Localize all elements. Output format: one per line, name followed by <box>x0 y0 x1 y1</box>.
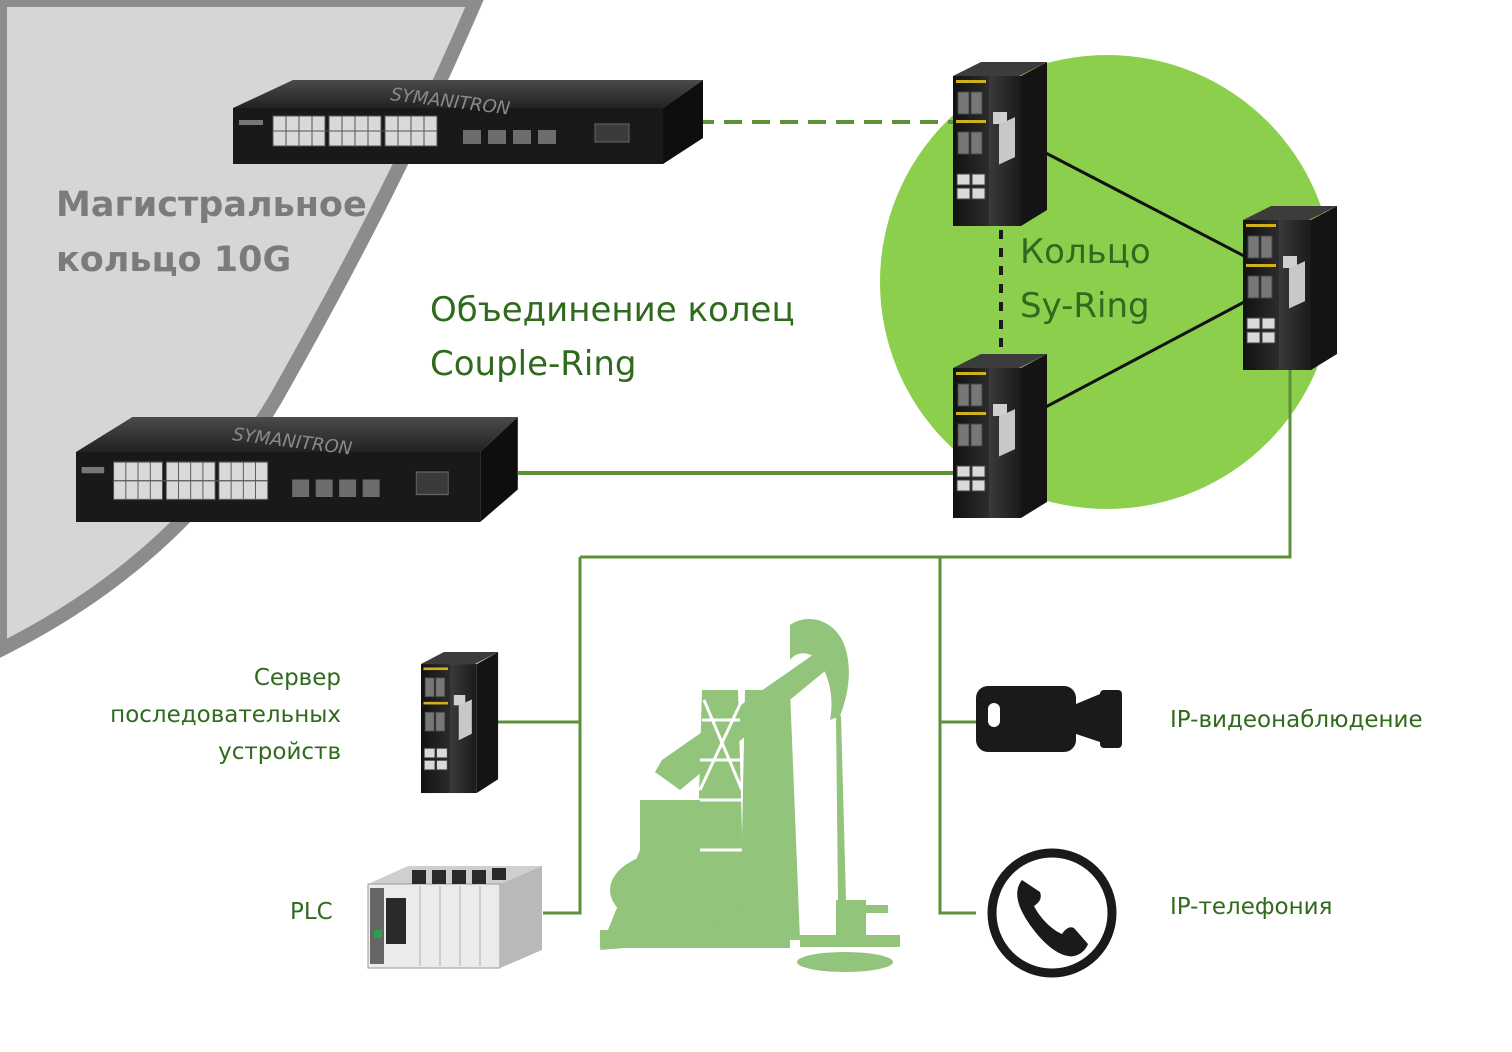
pumpjack-icon <box>600 618 900 972</box>
serial-server-label: Сервер последовательных устройств <box>40 660 341 770</box>
serial-server-label-line2: последовательных <box>110 701 341 728</box>
plc-label: PLC <box>290 899 333 925</box>
ip-cctv-label: IP-видеонаблюдение <box>1170 707 1423 733</box>
sy-ring-label-line2: Sy-Ring <box>1020 286 1150 327</box>
sy-ring-label-line1: Кольцо <box>1020 232 1151 272</box>
backbone-ring-label-line1: Магистральное <box>56 185 367 225</box>
ring-switch-2 <box>952 353 1048 519</box>
serial-device-server-icon <box>420 651 499 794</box>
field-network-links <box>496 368 1292 915</box>
sy-ring-link-bottom <box>1039 298 1249 412</box>
backbone-ring-label: Магистральное кольцо 10G <box>56 178 367 289</box>
sy-ring-label: Кольцо Sy-Ring <box>1020 225 1151 334</box>
backbone-ring-label-line2: кольцо 10G <box>56 240 292 281</box>
serial-server-label-line3: устройств <box>218 738 341 765</box>
sy-ring-link-top <box>1039 148 1249 260</box>
video-camera-icon <box>976 686 1122 752</box>
serial-server-label-line1: Сервер <box>253 665 341 691</box>
ring-switch-3 <box>1242 205 1338 371</box>
ring-switch-1 <box>952 61 1048 227</box>
couple-ring-label-line2: Couple-Ring <box>430 344 637 385</box>
couple-ring-label: Объединение колец Couple-Ring <box>430 283 795 392</box>
couple-ring-label-line1: Объединение колец <box>430 290 795 330</box>
ip-telephony-label: IP-телефония <box>1170 894 1333 920</box>
plc-icon <box>367 866 542 969</box>
telephone-icon <box>987 848 1117 978</box>
